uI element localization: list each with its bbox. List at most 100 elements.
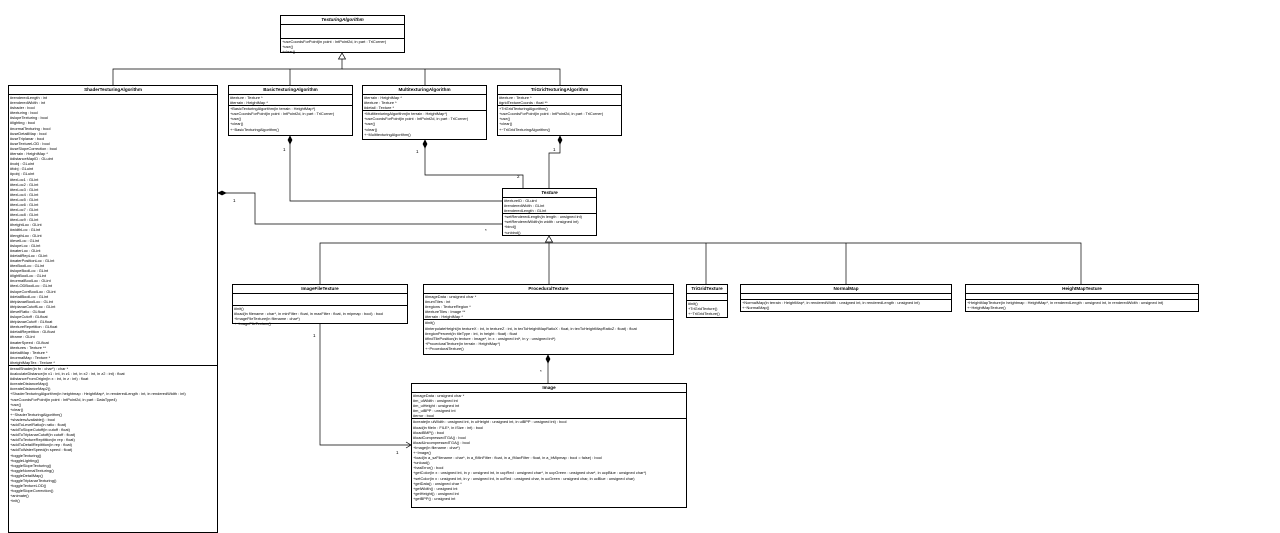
attribute-row: #detailRepLoc : GLint xyxy=(10,252,48,258)
method-row: +use() xyxy=(10,401,22,407)
method-row: +use() xyxy=(364,121,376,127)
method-row: +toggleSlopeCorrection() xyxy=(10,488,54,494)
attribute-row: #heightMapTex : Texture * xyxy=(10,359,55,365)
method-row: +unbind() xyxy=(504,229,521,235)
attribute-row: #texture : Texture * xyxy=(230,95,263,100)
method-row: #loadUncompressedTGA() : bool xyxy=(413,439,470,445)
method-row: +use() xyxy=(499,116,511,122)
attribute-row: #textures : Texture ** xyxy=(10,344,47,350)
class-shader-texturing-algorithm: ShaderTexturingAlgorithm #renderedLength… xyxy=(8,85,218,533)
attributes-section: #texture : Texture *#gridTextureCoords :… xyxy=(498,95,621,107)
method-row: #findTilePosition(in texture : Image*, i… xyxy=(425,335,556,341)
attribute-row: #normalTexturing : bool xyxy=(10,125,51,131)
method-row: #loadBMP() : bool xyxy=(413,429,445,435)
mult-shader-part: * xyxy=(485,228,487,233)
attribute-row: #triplanarCutoffLoc : GLint xyxy=(10,303,56,309)
generalization-arrow-texturing xyxy=(337,52,347,60)
method-row: +setRenderedWidth(in width : unsigned in… xyxy=(504,219,579,225)
attribute-row: #gridTextureCoords : float ** xyxy=(499,100,548,106)
method-row: +unload() xyxy=(413,460,430,466)
class-texturing-algorithm: TexturingAlgorithm +useCoordsForPoint(in… xyxy=(280,15,405,54)
method-row: +hasError() : bool xyxy=(413,465,444,471)
class-name: Texture xyxy=(503,189,596,198)
attribute-row: #slopeCutoff : GLfloat xyxy=(10,314,48,320)
methods-section: +TriGridTexturingAlgorithm()+useCoordsFo… xyxy=(498,106,621,131)
class-name: ShaderTexturingAlgorithm xyxy=(9,86,217,95)
attribute-row: #renderedWidth : GLint xyxy=(504,203,545,209)
attribute-row: #renderedLength : int xyxy=(10,95,47,100)
class-multitexturing-algorithm: MultitexturingAlgorithm #terrain : Heigh… xyxy=(362,85,487,140)
method-row: +~NormalMap() xyxy=(742,305,770,311)
attribute-row: #texLoc1 : GLint xyxy=(10,176,39,182)
mult-imagefile-owner: 1 xyxy=(313,333,316,338)
class-name: ProceduralTexture xyxy=(424,285,673,294)
methods-section: +MultitexturingAlgorithm(in terrain : He… xyxy=(363,111,486,136)
method-row: +clear() xyxy=(499,121,513,127)
method-row: #interpolateHeight(in textureX : int, in… xyxy=(425,325,637,331)
attribute-row: #terrain : HeightMap * xyxy=(425,314,463,320)
class-trigrid-texturing-algorithm: TriGridTexturingAlgorithm #texture : Tex… xyxy=(497,85,622,136)
method-row: +toggleNormalTexturing() xyxy=(10,467,54,473)
attribute-row: #lengthLoc : GLint xyxy=(10,232,42,238)
attribute-row: #detailBoolLoc : GLint xyxy=(10,293,49,299)
method-row: #createDistanceMap() xyxy=(10,381,49,387)
attribute-row: #imageData : unsigned char * xyxy=(413,393,465,398)
method-row: +toggleSlopeTexturing() xyxy=(10,462,52,468)
class-name: TriGridTexture xyxy=(687,285,727,294)
class-name: Image xyxy=(412,384,686,393)
attributes-section xyxy=(966,294,1198,300)
method-row: +toggleDetailMap() xyxy=(10,472,43,478)
association-line-imagefile-image xyxy=(319,324,411,446)
attribute-row: #texLoc9 : GLint xyxy=(10,217,39,223)
class-procedural-texture: ProceduralTexture #imageData : unsigned … xyxy=(423,284,674,355)
method-row: +clear() xyxy=(364,126,378,132)
attributes-section xyxy=(281,25,404,39)
attribute-row: #vobj : GLuint xyxy=(10,161,35,167)
class-name: TexturingAlgorithm xyxy=(281,16,404,25)
attribute-row: #textureRepetition : GLfloat xyxy=(10,324,58,330)
method-row: +addToSlopeCutoff(in cutoff : float) xyxy=(10,427,70,433)
attribute-row: #useDetailMap : bool xyxy=(10,130,47,136)
method-row: +useCoordsForPoint(in point : IntPoint2d… xyxy=(364,116,469,122)
attribute-row: #texturing : bool xyxy=(10,110,38,116)
mult-shader-owner: 1 xyxy=(233,198,236,203)
attributes-section: #texture : Texture *#terrain : HeightMap… xyxy=(229,95,352,107)
method-row: +ImageFileTexture(in filename : char*) xyxy=(234,316,300,322)
methods-section: #create(in uiWidth : unsigned int, in ui… xyxy=(412,419,686,501)
methods-section: +NormalMap(in terrain : HeightMap*, in r… xyxy=(741,300,951,310)
method-row: +HeightMapTexture(in heightmap : HeightM… xyxy=(967,300,1164,305)
class-name: BasicTexturingAlgorithm xyxy=(229,86,352,95)
method-row: +getWidth() : unsigned int xyxy=(413,485,458,491)
attribute-row: #m_uiHeight : unsigned int xyxy=(413,403,460,409)
method-row: +shadersAvailable() : bool xyxy=(10,416,56,422)
attribute-row: #terrain : HeightMap * xyxy=(10,151,48,157)
method-row: +addToTriplanarCutoff(in cutoff : float) xyxy=(10,432,76,438)
method-row: +~ProceduralTexture() xyxy=(425,345,464,351)
attribute-row: #useTriplanar : bool xyxy=(10,135,45,141)
attribute-row: #slopeBoolLoc : GLint xyxy=(10,268,49,274)
attribute-row: #shader : bool xyxy=(10,105,35,111)
class-basic-texturing-algorithm: BasicTexturingAlgorithm #texture : Textu… xyxy=(228,85,353,136)
attribute-row: #fobj : GLuint xyxy=(10,166,34,172)
generalization-line-imagefile xyxy=(319,242,549,284)
generalization-line-shader xyxy=(112,59,343,85)
methods-section: +HeightMapTexture(in heightmap : HeightM… xyxy=(966,300,1198,310)
class-name: MultitexturingAlgorithm xyxy=(363,86,486,95)
method-row: +useCoordsForPoint(in point : IntPoint2d… xyxy=(282,39,387,44)
attribute-row: #waterPositionLoc : GLint xyxy=(10,258,55,263)
mult-basic: 1 xyxy=(283,147,286,152)
composition-line-shader xyxy=(222,192,502,225)
composition-line-trigrid xyxy=(548,141,561,188)
method-row: +MultitexturingAlgorithm(in terrain : He… xyxy=(364,111,448,117)
method-row: +~TriGridTexturingAlgorithm() xyxy=(499,126,551,132)
method-row: +~ImageFileTexture() xyxy=(234,321,271,327)
method-row: +getData() : unsigned char * xyxy=(413,480,462,486)
method-row: #load(in fileIn : FILE*, in iSize : int)… xyxy=(413,424,484,430)
attribute-row: #frame : GLint xyxy=(10,334,35,340)
method-row: +addToTextureRepitition(in rep : float) xyxy=(10,437,75,443)
mult-trigrid: 1 xyxy=(553,147,556,152)
method-row: +~MultitexturingAlgorithm() xyxy=(364,131,411,137)
method-row: +toggleTriplanarTexturing() xyxy=(10,478,57,484)
attribute-row: #slopeTexturing : bool xyxy=(10,115,48,121)
attribute-row: #error : bool xyxy=(413,413,434,419)
